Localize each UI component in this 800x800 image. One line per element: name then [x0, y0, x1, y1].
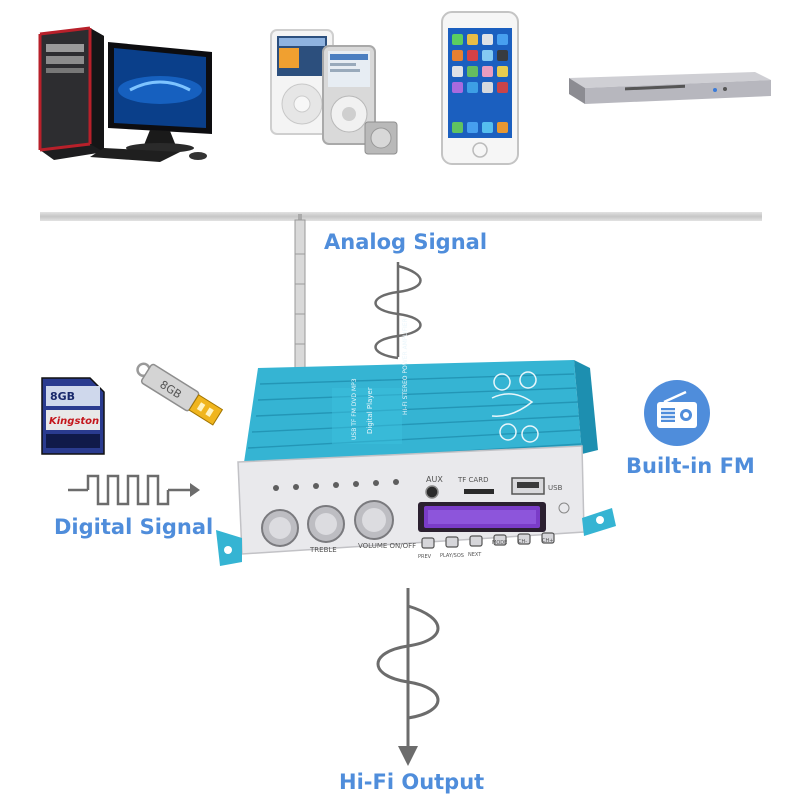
digital-signal-label: Digital Signal	[54, 515, 214, 539]
hifi-output-label: Hi-Fi Output	[339, 770, 485, 794]
built-in-fm-label: Built-in FM	[626, 454, 755, 478]
svg-text:Digital Player: Digital Player	[366, 387, 374, 434]
usb-stick-image: 8GB	[136, 362, 224, 426]
tf-card-label: TF CARD	[457, 476, 488, 484]
dvd-player-image	[569, 72, 771, 104]
svg-text:USB TF FM DVD MP3: USB TF FM DVD MP3	[351, 378, 358, 440]
ch-plus-button-label: CH+	[542, 538, 553, 544]
signal-divider-line	[40, 212, 762, 221]
hifi-output-spiral-icon	[376, 588, 440, 766]
sd-card-image: 8GB Kingston	[41, 377, 105, 455]
svg-text:HI-FI STEREO POWER AMPLIFIER: HI-FI STEREO POWER AMPLIFIER	[402, 318, 409, 415]
amplifier-image: USB TF FM DVD MP3 Digital Player HI-FI S…	[216, 318, 616, 566]
ipod-image	[270, 29, 398, 155]
radio-icon	[644, 380, 710, 446]
sd-brand-text: Kingston	[49, 416, 99, 427]
ch-minus-button-label: CH-	[518, 539, 527, 545]
sd-size-text: 8GB	[50, 390, 75, 403]
smartphone-image	[441, 11, 519, 165]
usb-port-label: USB	[548, 484, 563, 492]
analog-signal-spiral-icon	[374, 262, 422, 360]
antenna	[294, 214, 306, 371]
aux-label: AUX	[426, 475, 443, 484]
play-button-label: PLAY/SOS	[440, 553, 464, 559]
prev-button-label: PREV	[418, 554, 432, 560]
desktop-computer-image	[38, 26, 212, 162]
mode-button-label: MODE	[492, 540, 507, 546]
digital-signal-waveform-icon	[68, 474, 200, 506]
treble-knob-label: TREBLE	[309, 546, 337, 554]
volume-knob-label: VOLUME ON/OFF	[358, 542, 416, 550]
analog-signal-label: Analog Signal	[324, 230, 488, 254]
next-button-label: NEXT	[468, 552, 482, 558]
